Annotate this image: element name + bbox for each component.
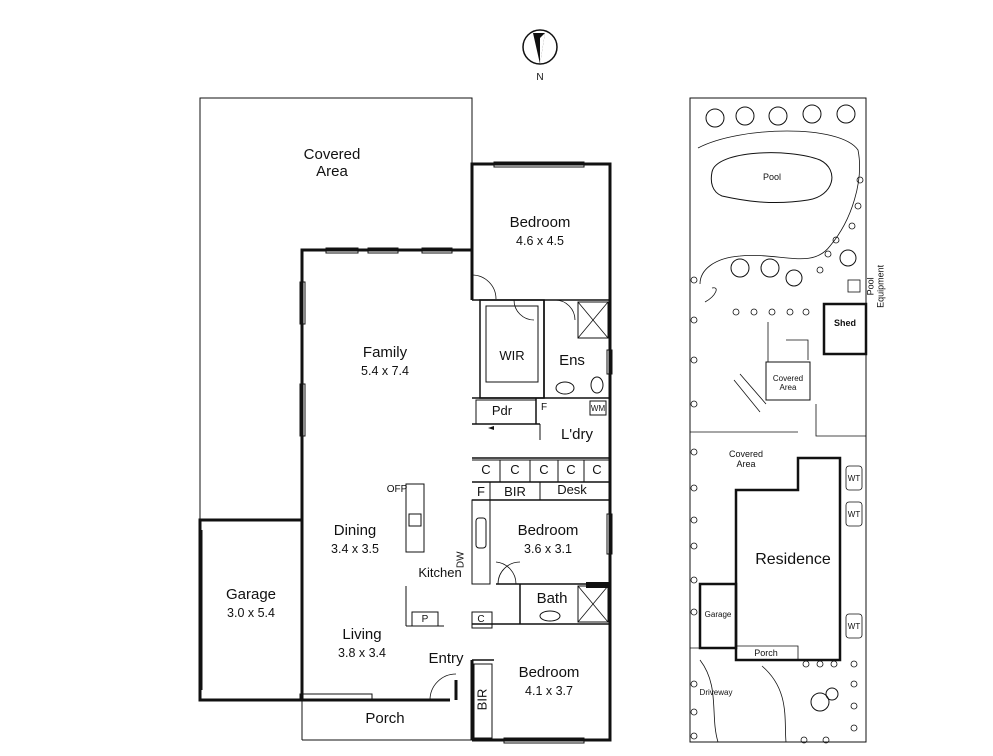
garage-dims: 3.0 x 5.4 — [227, 606, 275, 620]
living-label: Living — [342, 626, 382, 643]
bedroom-main-dims: 4.6 x 4.5 — [516, 234, 564, 248]
covered-area-outline — [199, 97, 473, 520]
cupboard-label: C — [539, 462, 549, 477]
family-label: Family — [362, 344, 408, 361]
site-porch-label: Porch — [754, 648, 778, 658]
ens-label: Ens — [559, 352, 585, 369]
bedroom-front-label: Bedroom — [518, 664, 580, 681]
porch-label: Porch — [365, 710, 405, 727]
fridge-f-label: F — [540, 402, 548, 413]
bath-label: Bath — [536, 590, 568, 607]
site-shed-label: Shed — [833, 318, 856, 328]
site-driveway-label: Driveway — [699, 688, 733, 697]
family-dims: 5.4 x 7.4 — [361, 364, 409, 378]
fridge-f-label: F — [477, 484, 485, 499]
site-garage-label: Garage — [704, 610, 732, 619]
north-label: N — [536, 72, 544, 83]
cupboard-label: C — [592, 462, 602, 477]
pantry-label: P — [421, 614, 429, 625]
site-residence-label: Residence — [755, 551, 831, 568]
kitchen-label: Kitchen — [418, 565, 462, 580]
entry-label: Entry — [428, 650, 464, 667]
dining-dims: 3.4 x 3.5 — [331, 542, 379, 556]
cupboard-label: C — [566, 462, 576, 477]
bedroom-main-label: Bedroom — [509, 214, 571, 231]
cupboard-label: C — [510, 462, 520, 477]
site-water-tank-label: WT — [847, 622, 861, 631]
north-arrow-icon — [522, 29, 558, 65]
site-water-tank-label: WT — [847, 510, 861, 519]
bir-label: BIR — [504, 484, 526, 499]
tree-icons — [705, 104, 857, 712]
ofp-label: OFP — [386, 484, 408, 495]
cupboard-label: C — [481, 462, 491, 477]
garage-label: Garage — [225, 586, 277, 603]
living-dims: 3.8 x 3.4 — [338, 646, 386, 660]
bir-front-label: BIR — [474, 688, 490, 711]
site-water-tank-label: WT — [847, 474, 861, 483]
laundry-label: L'dry — [560, 426, 594, 443]
powder-room-label: Pdr — [491, 403, 513, 418]
wir-label: WIR — [499, 348, 525, 363]
washing-machine-label: WM — [590, 404, 606, 413]
shrub-dots — [690, 176, 864, 744]
dining-label: Dining — [333, 522, 377, 539]
coat-cupboard-label: C — [477, 614, 485, 625]
bedroom-mid-dims: 3.6 x 3.1 — [524, 542, 572, 556]
bedroom-mid-label: Bedroom — [517, 522, 579, 539]
bedroom-front-dims: 4.1 x 3.7 — [525, 684, 573, 698]
site-pool-label: Pool — [762, 172, 781, 182]
desk-label: Desk — [557, 482, 587, 497]
